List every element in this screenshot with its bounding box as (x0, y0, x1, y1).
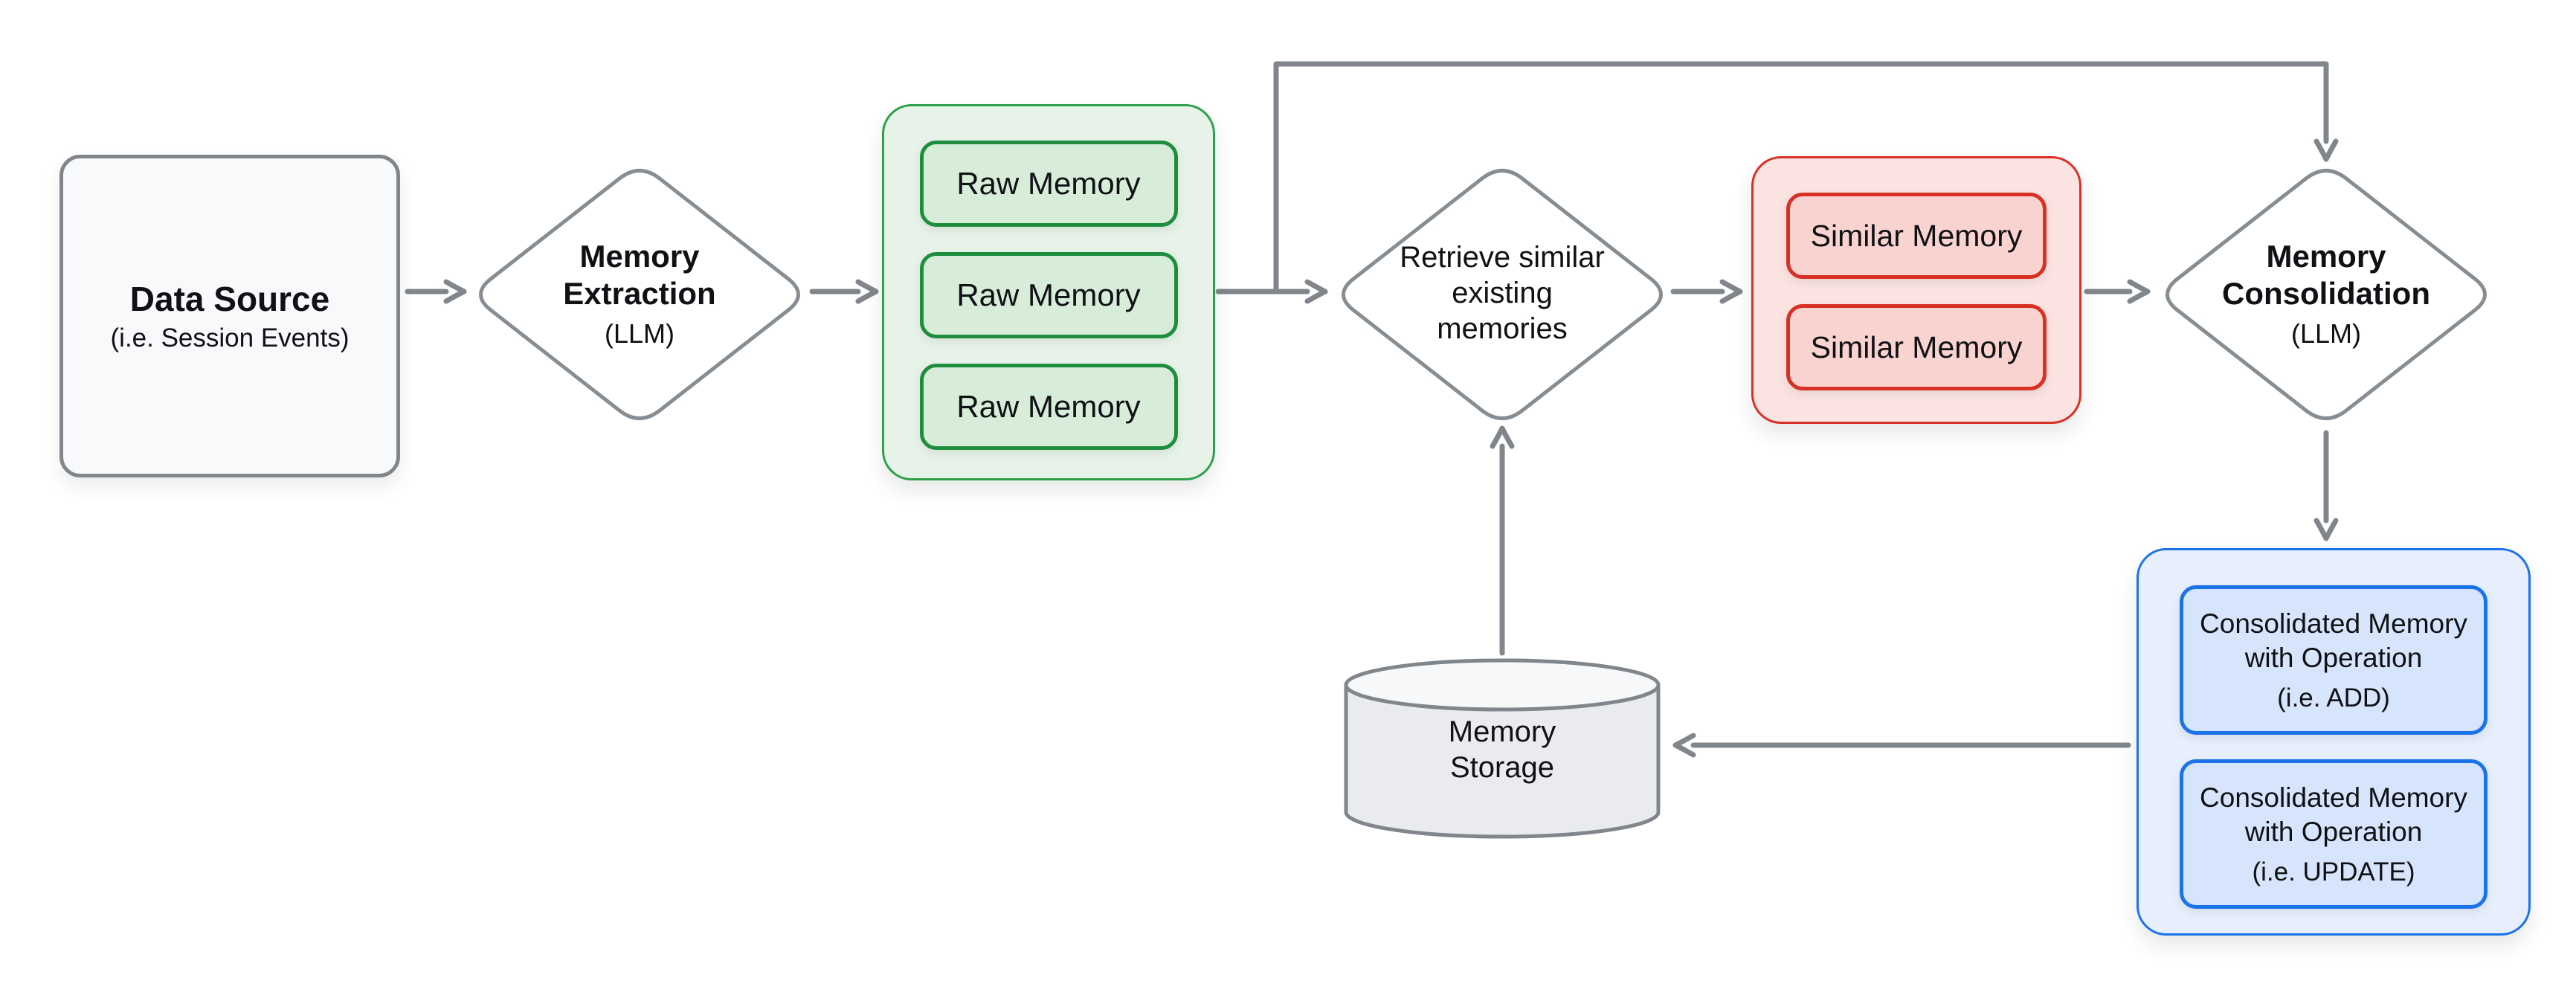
raw-memory-chip: Raw Memory (919, 252, 1178, 338)
data-source-title: Data Source (129, 280, 330, 318)
retrieve-similar-label: Retrieve similar existing memories (1361, 239, 1643, 347)
similar-memory-container: Similar Memory Similar Memory (1751, 156, 2081, 424)
memory-storage-line1: Memory (1448, 715, 1556, 748)
consolidated-memory-line2: with Operation (2244, 816, 2423, 847)
consolidated-memory-line1: Consolidated Memory (2200, 782, 2467, 814)
data-source-subtitle: (i.e. Session Events) (110, 324, 350, 353)
raw-memory-chip-label: Raw Memory (956, 166, 1141, 201)
cylinder-body (1344, 683, 1661, 839)
memory-consolidation-label: Memory Consolidation (LLM) (2185, 238, 2467, 350)
memory-consolidation-line1: Memory (2266, 239, 2386, 274)
memory-storage-label: Memory Storage (1368, 714, 1636, 785)
raw-memory-chip: Raw Memory (919, 364, 1178, 450)
data-source-node: Data Source (i.e. Session Events) (59, 155, 400, 477)
similar-memory-chip: Similar Memory (1786, 304, 2047, 390)
consolidated-memory-chip: Consolidated Memory with Operation (i.e.… (2180, 585, 2488, 735)
memory-extraction-diamond (479, 169, 800, 420)
retrieve-similar-line2: existing (1452, 277, 1553, 309)
similar-memory-chip: Similar Memory (1786, 193, 2047, 279)
consolidated-memory-subtitle: (i.e. ADD) (2277, 683, 2390, 712)
raw-memory-chip-label: Raw Memory (956, 389, 1141, 424)
cylinder-top (1344, 658, 1661, 712)
similar-memory-chip-label: Similar Memory (1810, 329, 2023, 364)
consolidated-memory-line2: with Operation (2244, 642, 2423, 673)
memory-extraction-subtitle: (LLM) (604, 318, 674, 350)
consolidated-memory-container: Consolidated Memory with Operation (i.e.… (2137, 548, 2531, 936)
memory-extraction-label: Memory Extraction (LLM) (498, 238, 781, 350)
raw-memory-chip-label: Raw Memory (956, 277, 1141, 312)
consolidated-memory-line1: Consolidated Memory (2200, 608, 2467, 640)
memory-consolidation-diamond (2166, 169, 2487, 420)
retrieve-similar-line3: memories (1437, 312, 1568, 345)
similar-memory-chip-label: Similar Memory (1810, 218, 2023, 253)
memory-storage-line2: Storage (1449, 751, 1555, 784)
raw-memory-chip: Raw Memory (919, 141, 1178, 227)
consolidated-memory-chip: Consolidated Memory with Operation (i.e.… (2180, 759, 2488, 909)
memory-extraction-line1: Memory (579, 239, 700, 274)
memory-extraction-line2: Extraction (563, 275, 716, 311)
arrow-feedback-loop-to-consolidation (1273, 61, 2339, 294)
retrieve-similar-line1: Retrieve similar (1400, 241, 1605, 274)
memory-storage-cylinder (1344, 658, 1661, 839)
raw-memory-container: Raw Memory Raw Memory Raw Memory (882, 104, 1215, 480)
memory-consolidation-line2: Consolidation (2222, 275, 2430, 311)
consolidated-memory-subtitle: (i.e. UPDATE) (2252, 857, 2415, 886)
memory-consolidation-subtitle: (LLM) (2290, 318, 2361, 350)
retrieve-similar-diamond (1342, 169, 1663, 420)
